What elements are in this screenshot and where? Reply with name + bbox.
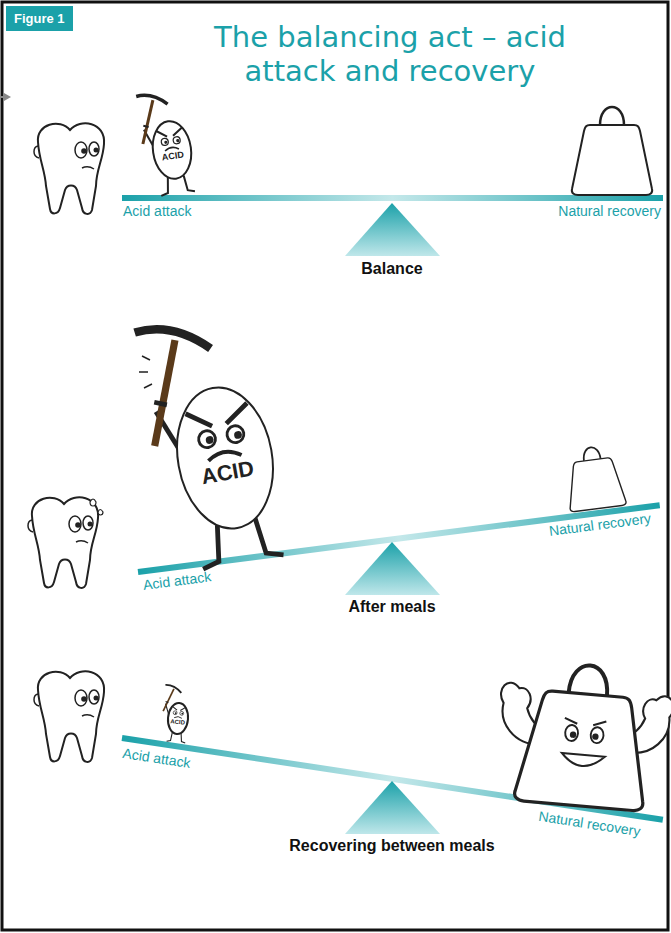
figure-tab: Figure 1 bbox=[6, 6, 73, 31]
motion-lines bbox=[139, 356, 152, 388]
beam-label: Acid attack bbox=[123, 203, 191, 219]
beam-label: Natural recovery bbox=[558, 203, 661, 219]
acid-body-outline bbox=[166, 380, 283, 536]
beam-label: Natural recovery bbox=[548, 510, 652, 539]
pupil bbox=[176, 139, 180, 143]
eye bbox=[161, 138, 169, 146]
strong-weight-part bbox=[590, 727, 604, 744]
angry-brows bbox=[156, 127, 183, 138]
pupil bbox=[205, 436, 214, 445]
tooth-character bbox=[28, 497, 98, 588]
mouth bbox=[165, 147, 179, 151]
acid-body bbox=[165, 379, 285, 537]
tooth-character bbox=[34, 671, 104, 762]
acid-character: ACID bbox=[148, 118, 196, 183]
acid-body-outline bbox=[167, 702, 190, 735]
tooth-character bbox=[34, 123, 104, 214]
beam-label: Acid attack bbox=[122, 745, 192, 771]
acid-character: ACID bbox=[166, 701, 191, 736]
pupil bbox=[234, 431, 243, 440]
strong-weight-part bbox=[561, 753, 605, 768]
pupil bbox=[175, 712, 177, 714]
motion-lines-part bbox=[139, 356, 152, 388]
strong-weight-part bbox=[570, 731, 577, 738]
figure-title: The balancing act – acid attack and reco… bbox=[190, 20, 590, 88]
eye bbox=[226, 424, 245, 443]
acid-limbs bbox=[135, 313, 284, 573]
beam-label: Natural recovery bbox=[538, 808, 642, 839]
eye bbox=[173, 711, 177, 715]
state-caption: After meals bbox=[348, 598, 435, 616]
figure-number: Figure 1 bbox=[14, 11, 65, 26]
acid-label: ACID bbox=[166, 717, 188, 725]
pupil bbox=[164, 140, 168, 144]
beam-label: Acid attack bbox=[142, 568, 212, 593]
seesaw-after-meals bbox=[28, 313, 660, 595]
acid-face bbox=[156, 127, 185, 151]
strong-weight-part bbox=[565, 724, 579, 741]
seesaw-recovering bbox=[34, 658, 671, 834]
state-caption: Recovering between meals bbox=[289, 837, 494, 855]
eye bbox=[180, 711, 184, 715]
fulcrum-triangle bbox=[345, 203, 440, 256]
sweat-drops-part bbox=[90, 499, 96, 506]
acid-limbs bbox=[161, 685, 191, 743]
state-caption: Balance bbox=[361, 260, 422, 278]
sweat-drops-part bbox=[98, 510, 103, 516]
sweat-drops bbox=[90, 499, 103, 515]
fulcrum-triangle bbox=[345, 542, 440, 595]
eye bbox=[173, 136, 181, 144]
acid-body bbox=[148, 118, 196, 183]
acid-face bbox=[186, 403, 256, 463]
acid-character: ACID bbox=[165, 379, 285, 537]
mouth bbox=[174, 716, 182, 718]
strong-weight-part bbox=[514, 660, 654, 811]
seesaw-balance bbox=[34, 90, 663, 256]
strong-weight bbox=[492, 658, 671, 813]
acid-body-outline bbox=[149, 119, 195, 182]
acid-limbs bbox=[136, 90, 195, 198]
weight-bag bbox=[563, 444, 627, 512]
acid-face bbox=[171, 706, 186, 719]
eye bbox=[197, 429, 216, 448]
mouth bbox=[207, 449, 241, 461]
strong-weight-part bbox=[592, 733, 599, 740]
pupil bbox=[181, 713, 183, 715]
pointer-arrow bbox=[0, 93, 11, 101]
weight-bag bbox=[572, 107, 652, 195]
fulcrum-triangle bbox=[345, 781, 440, 834]
angry-brows bbox=[172, 706, 187, 711]
pointer-arrow-part bbox=[4, 93, 11, 101]
